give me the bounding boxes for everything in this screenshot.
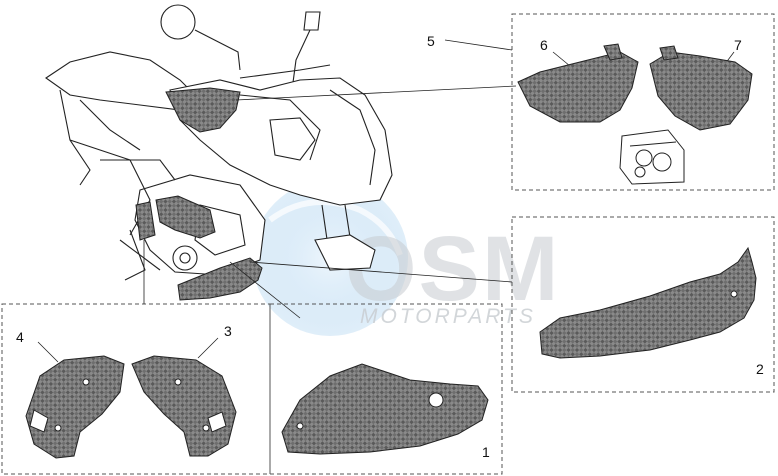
sidecover-on-bike [135, 201, 156, 241]
box-side-covers [1, 303, 271, 475]
handguard-on-bike [165, 87, 241, 133]
callout-5: 5 [427, 33, 435, 49]
part-4-left-side-cover [25, 355, 125, 459]
callout-1: 1 [482, 444, 490, 460]
callout-7: 7 [734, 37, 742, 53]
watermark-brand: OSM [345, 218, 561, 320]
part-7-right-handguard [649, 51, 753, 131]
callout-labels: 5 6 7 2 1 4 3 [16, 33, 764, 460]
box-heel-guard [269, 303, 503, 475]
part-3-right-side-cover [131, 355, 237, 457]
callout-2: 2 [756, 361, 764, 377]
part-1-heel-guard [281, 363, 489, 455]
bike-carbon-parts [135, 87, 263, 301]
part-2-belly-pan [539, 246, 757, 359]
watermark-subtitle: MOTORPARTS [360, 305, 536, 328]
part-boxes [1, 13, 775, 475]
watermark: OSM MOTORPARTS [252, 180, 561, 336]
callout-6: 6 [540, 37, 548, 53]
heelguard-on-bike [155, 195, 216, 239]
side-cover-parts [25, 355, 237, 459]
box-bellypan [511, 216, 775, 393]
box-handguards [511, 13, 775, 191]
part-6-left-handguard [517, 51, 639, 123]
leader-lines [37, 39, 735, 363]
handguard-parts [517, 43, 753, 185]
callout-3: 3 [224, 323, 232, 339]
bellypan-on-bike [177, 257, 263, 301]
callout-4: 4 [16, 329, 24, 345]
motorcycle-illustration [45, 4, 393, 281]
